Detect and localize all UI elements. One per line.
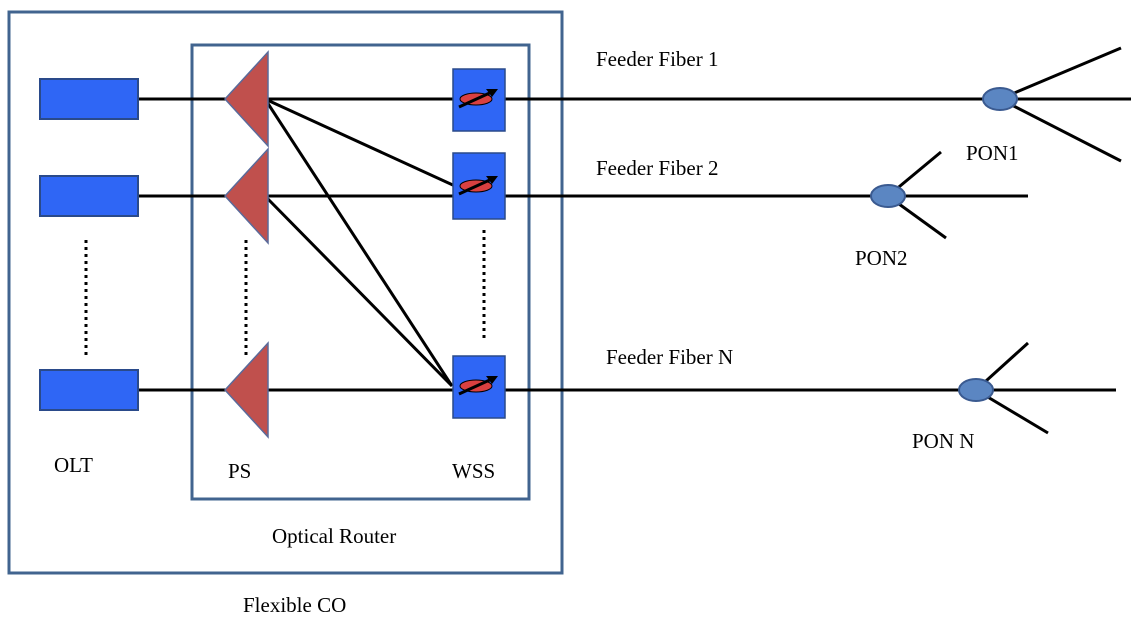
power-splitter-icon — [223, 341, 269, 439]
feeder-fiber-1-label: Feeder Fiber 1 — [596, 47, 718, 71]
splitter-wss-crossconnect — [263, 97, 456, 388]
pon1-branches — [999, 46, 1122, 163]
wss-switch-icon — [452, 355, 506, 419]
ponn-label: PON N — [912, 429, 974, 453]
ps-label: PS — [228, 459, 251, 483]
wss-label: WSS — [452, 459, 495, 483]
optical-router-box — [190, 43, 531, 501]
feeder-fiber-n-label: Feeder Fiber N — [606, 345, 733, 369]
wss-switch-icon — [452, 68, 506, 132]
flexible-co-box — [7, 10, 564, 575]
olt-block-icon — [39, 175, 139, 217]
pon2-splitter-icon — [870, 184, 906, 208]
flexible-co-label: Flexible CO — [243, 593, 346, 617]
wss-switch-icon — [452, 152, 506, 220]
feeder-fiber-2-label: Feeder Fiber 2 — [596, 156, 718, 180]
pon2-label: PON2 — [855, 246, 908, 270]
optical-router-label: Optical Router — [272, 524, 396, 548]
olt-block-icon — [39, 78, 139, 120]
olt-label: OLT — [54, 453, 93, 477]
olt-block-icon — [39, 369, 139, 411]
ellipsis-dots — [84, 230, 486, 357]
power-splitter-icon — [223, 147, 269, 245]
pon1-label: PON1 — [966, 141, 1019, 165]
ponn-splitter-icon — [958, 378, 994, 402]
pon1-splitter-icon — [982, 87, 1018, 111]
power-splitter-icon — [223, 50, 269, 148]
